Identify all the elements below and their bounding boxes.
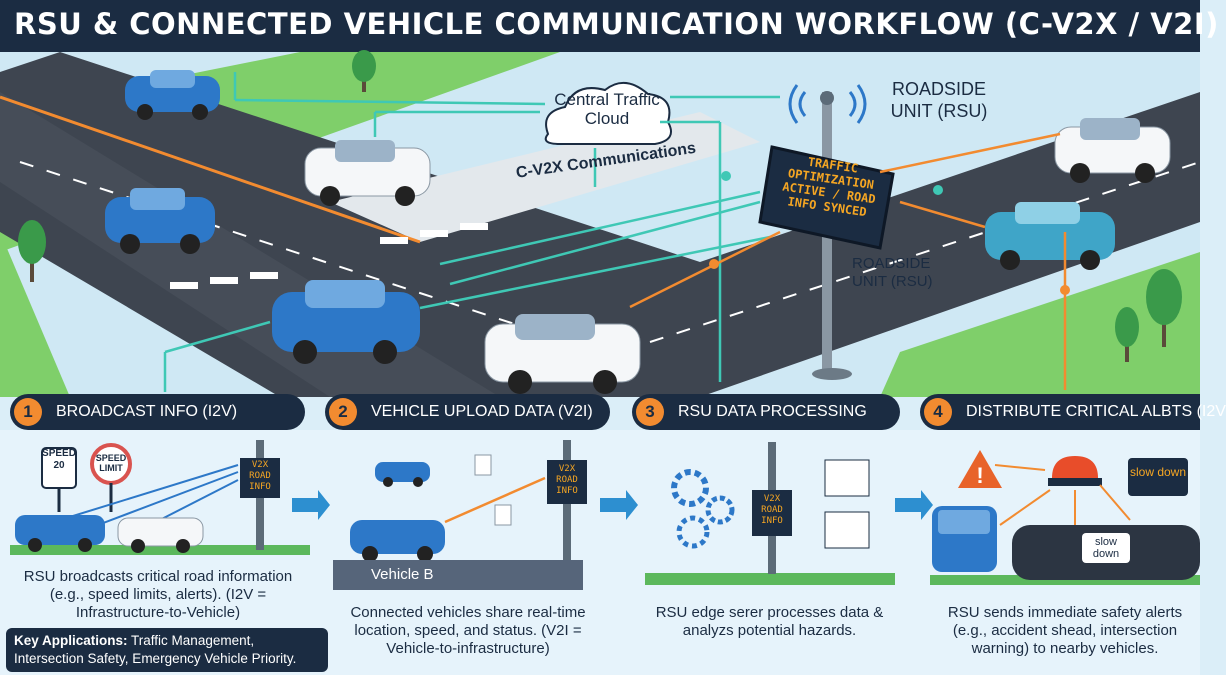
alert-sign	[1128, 458, 1188, 496]
step-number: 4	[924, 398, 952, 426]
key-applications-box: Key Applications: Traffic Management, In…	[6, 628, 328, 672]
upload-arrow	[444, 476, 546, 524]
tree-icon	[1146, 269, 1182, 347]
car-icon	[125, 70, 220, 120]
workflow-panels: !	[0, 430, 1200, 675]
step-description-1: RSU broadcasts critical road information…	[23, 568, 293, 621]
page-title: RSU & CONNECTED VEHICLE COMMUNICATION WO…	[14, 7, 1219, 41]
grass-strip	[645, 573, 895, 585]
car-icon	[985, 202, 1115, 270]
step-label: BROADCAST INFO (I2V)	[56, 403, 238, 420]
document-icon	[494, 504, 512, 526]
car-icon	[1054, 118, 1171, 183]
gear-icon	[671, 469, 709, 507]
limit-sign-text: SPEED LIMIT	[95, 453, 127, 473]
grass-strip	[10, 545, 310, 555]
next-arrow-icon	[895, 490, 933, 520]
gear-icon	[676, 515, 710, 549]
rsu-sign-text: V2X ROAD INFO	[249, 460, 271, 492]
vehicle-b-label: Vehicle B	[333, 560, 583, 590]
step-label: VEHICLE UPLOAD DATA (V2I)	[371, 403, 593, 420]
step-description-3: RSU edge serer processes data & analyzs …	[655, 604, 884, 639]
step-label: DISTRIBUTE CRITICAL ALBTS (I2V	[966, 403, 1226, 420]
step-number: 1	[14, 398, 42, 426]
rsu-sign-panel1	[240, 458, 280, 498]
dashboard-display	[1082, 533, 1130, 563]
car-icon	[272, 280, 420, 364]
car-icon	[932, 506, 997, 572]
crosswalk	[170, 223, 488, 289]
rsu-label-top: ROADSIDE UNIT (RSU)	[890, 79, 988, 121]
signal-node	[933, 185, 943, 195]
alarm-light-icon	[1052, 456, 1098, 478]
car-icon	[484, 314, 641, 394]
alert-arrow	[994, 464, 1131, 526]
rsu-sign-text: V2X ROAD INFO	[556, 464, 578, 496]
rsu-antenna	[820, 91, 834, 105]
header-bar: RSU & CONNECTED VEHICLE COMMUNICATION WO…	[0, 0, 1218, 52]
svg-text:!: !	[976, 463, 983, 488]
car-icon	[105, 188, 215, 254]
cloud-icon	[544, 82, 672, 145]
speed-sign-text: SPEED 20	[42, 448, 76, 471]
key-applications-text: Traffic Management, Intersection Safety,…	[14, 633, 297, 666]
rsu-sign-text: V2X ROAD INFO	[761, 494, 783, 526]
key-applications-heading: Key Applications:	[14, 633, 128, 648]
step-label: RSU DATA PROCESSING	[678, 403, 867, 420]
signal-node	[709, 259, 719, 269]
rsu-sign-panel2	[547, 460, 587, 504]
tree-icon	[18, 220, 46, 282]
gear-icon	[705, 495, 735, 525]
grass-bottom-right	[880, 252, 1200, 397]
step-header-4: 4 DISTRIBUTE CRITICAL ALBTS (I2V	[920, 394, 1226, 430]
car-icon	[15, 515, 105, 552]
lane-dash	[649, 161, 1201, 343]
step-description-2: Connected vehicles share real-time locat…	[350, 604, 586, 657]
dashboard-display-text: slow down	[1092, 536, 1120, 560]
step-description-4: RSU sends immediate safety alerts (e.g.,…	[947, 604, 1183, 657]
rsu-label-mid: ROADSIDE UNIT (RSU)	[852, 255, 933, 290]
dashboard-icon	[824, 459, 870, 497]
car-icon	[350, 520, 445, 562]
v2x-arrow	[163, 72, 780, 392]
cloud-label: Central Traffic Cloud	[554, 90, 660, 128]
car-icon	[375, 462, 430, 487]
bar-graph-icon	[824, 511, 870, 549]
tree-icon	[352, 50, 376, 92]
grass-left	[0, 232, 70, 397]
step-number: 2	[329, 398, 357, 426]
lane-dash	[19, 161, 601, 353]
lane-line-orange	[0, 95, 421, 244]
traffic-message-sign	[758, 145, 895, 250]
next-arrow-icon	[600, 490, 638, 520]
step-header-2: 2 VEHICLE UPLOAD DATA (V2I)	[325, 394, 610, 430]
intersection-scene	[0, 50, 1201, 397]
alert-sign-text: slow down	[1129, 465, 1187, 479]
signal-icon	[788, 84, 867, 124]
signal-node	[1060, 285, 1070, 295]
document-icon	[474, 454, 492, 476]
step-header-1: 1 BROADCAST INFO (I2V)	[10, 394, 305, 430]
step-header-3: 3 RSU DATA PROCESSING	[632, 394, 900, 430]
data-arrow	[629, 132, 1067, 390]
rsu-sign-panel3	[752, 490, 792, 536]
signal-node	[721, 171, 731, 181]
next-arrow-icon	[292, 490, 330, 520]
tree-icon	[1115, 307, 1139, 362]
warning-icon	[958, 450, 1002, 488]
car-icon	[304, 140, 431, 206]
step-number: 3	[636, 398, 664, 426]
car-icon	[117, 517, 204, 553]
